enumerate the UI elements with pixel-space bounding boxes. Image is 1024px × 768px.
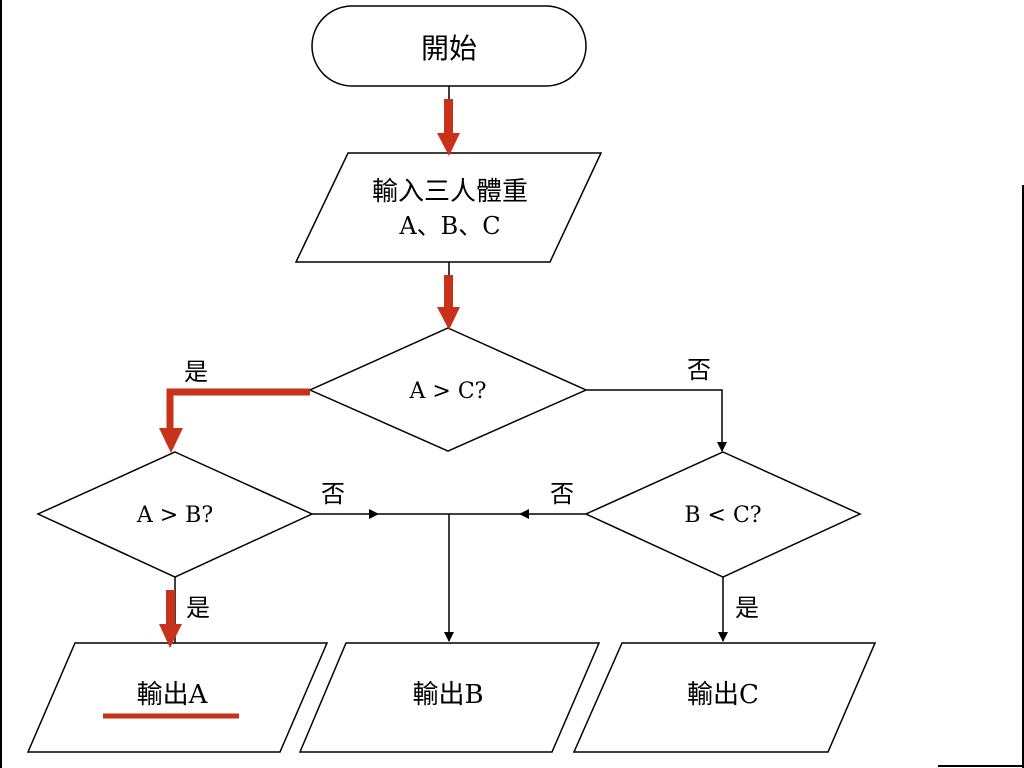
edge-start-input-arrow	[437, 133, 460, 156]
output-a-label: 輸出A	[137, 680, 209, 710]
output-b-label: 輸出B	[412, 680, 483, 710]
edge-ab-yes-highlight	[166, 590, 175, 626]
edge-ab-no-label: 否	[321, 480, 345, 508]
edge-ac-no-path	[586, 389, 727, 452]
edge-ac-no-label: 否	[687, 356, 711, 384]
edge-bc-no-label: 否	[550, 480, 574, 508]
input-label-line2: A、B、C	[398, 212, 500, 240]
edge-input-decision-arrow	[437, 307, 460, 330]
start-label: 開始	[421, 32, 477, 65]
edge-ab-yes-arrow	[159, 624, 182, 648]
edge-bc-yes-label: 是	[735, 594, 759, 622]
edge-ac-yes-path	[166, 388, 310, 432]
edge-ab-yes-label: 是	[186, 594, 210, 622]
decision-a-gt-c-label: A > C?	[409, 379, 487, 404]
decision-a-gt-c	[308, 327, 588, 452]
decision-b-lt-c-label: B < C?	[684, 503, 761, 528]
edge-start-input-highlight	[444, 99, 453, 135]
edge-input-decision-highlight	[444, 275, 453, 309]
frame-right-top	[1022, 0, 1024, 185]
output-b-parallelogram	[298, 642, 601, 753]
input-parallelogram	[294, 152, 603, 263]
output-c-label: 輸出C	[687, 680, 759, 710]
output-c-parallelogram	[572, 642, 877, 753]
decision-a-gt-b-label: A > B?	[136, 503, 213, 528]
input-label-line1: 輸入三人體重	[372, 177, 528, 207]
output-a-parallelogram	[26, 642, 329, 753]
edge-ac-yes-arrow	[159, 428, 183, 453]
edge-ac-yes-label: 是	[184, 358, 208, 386]
